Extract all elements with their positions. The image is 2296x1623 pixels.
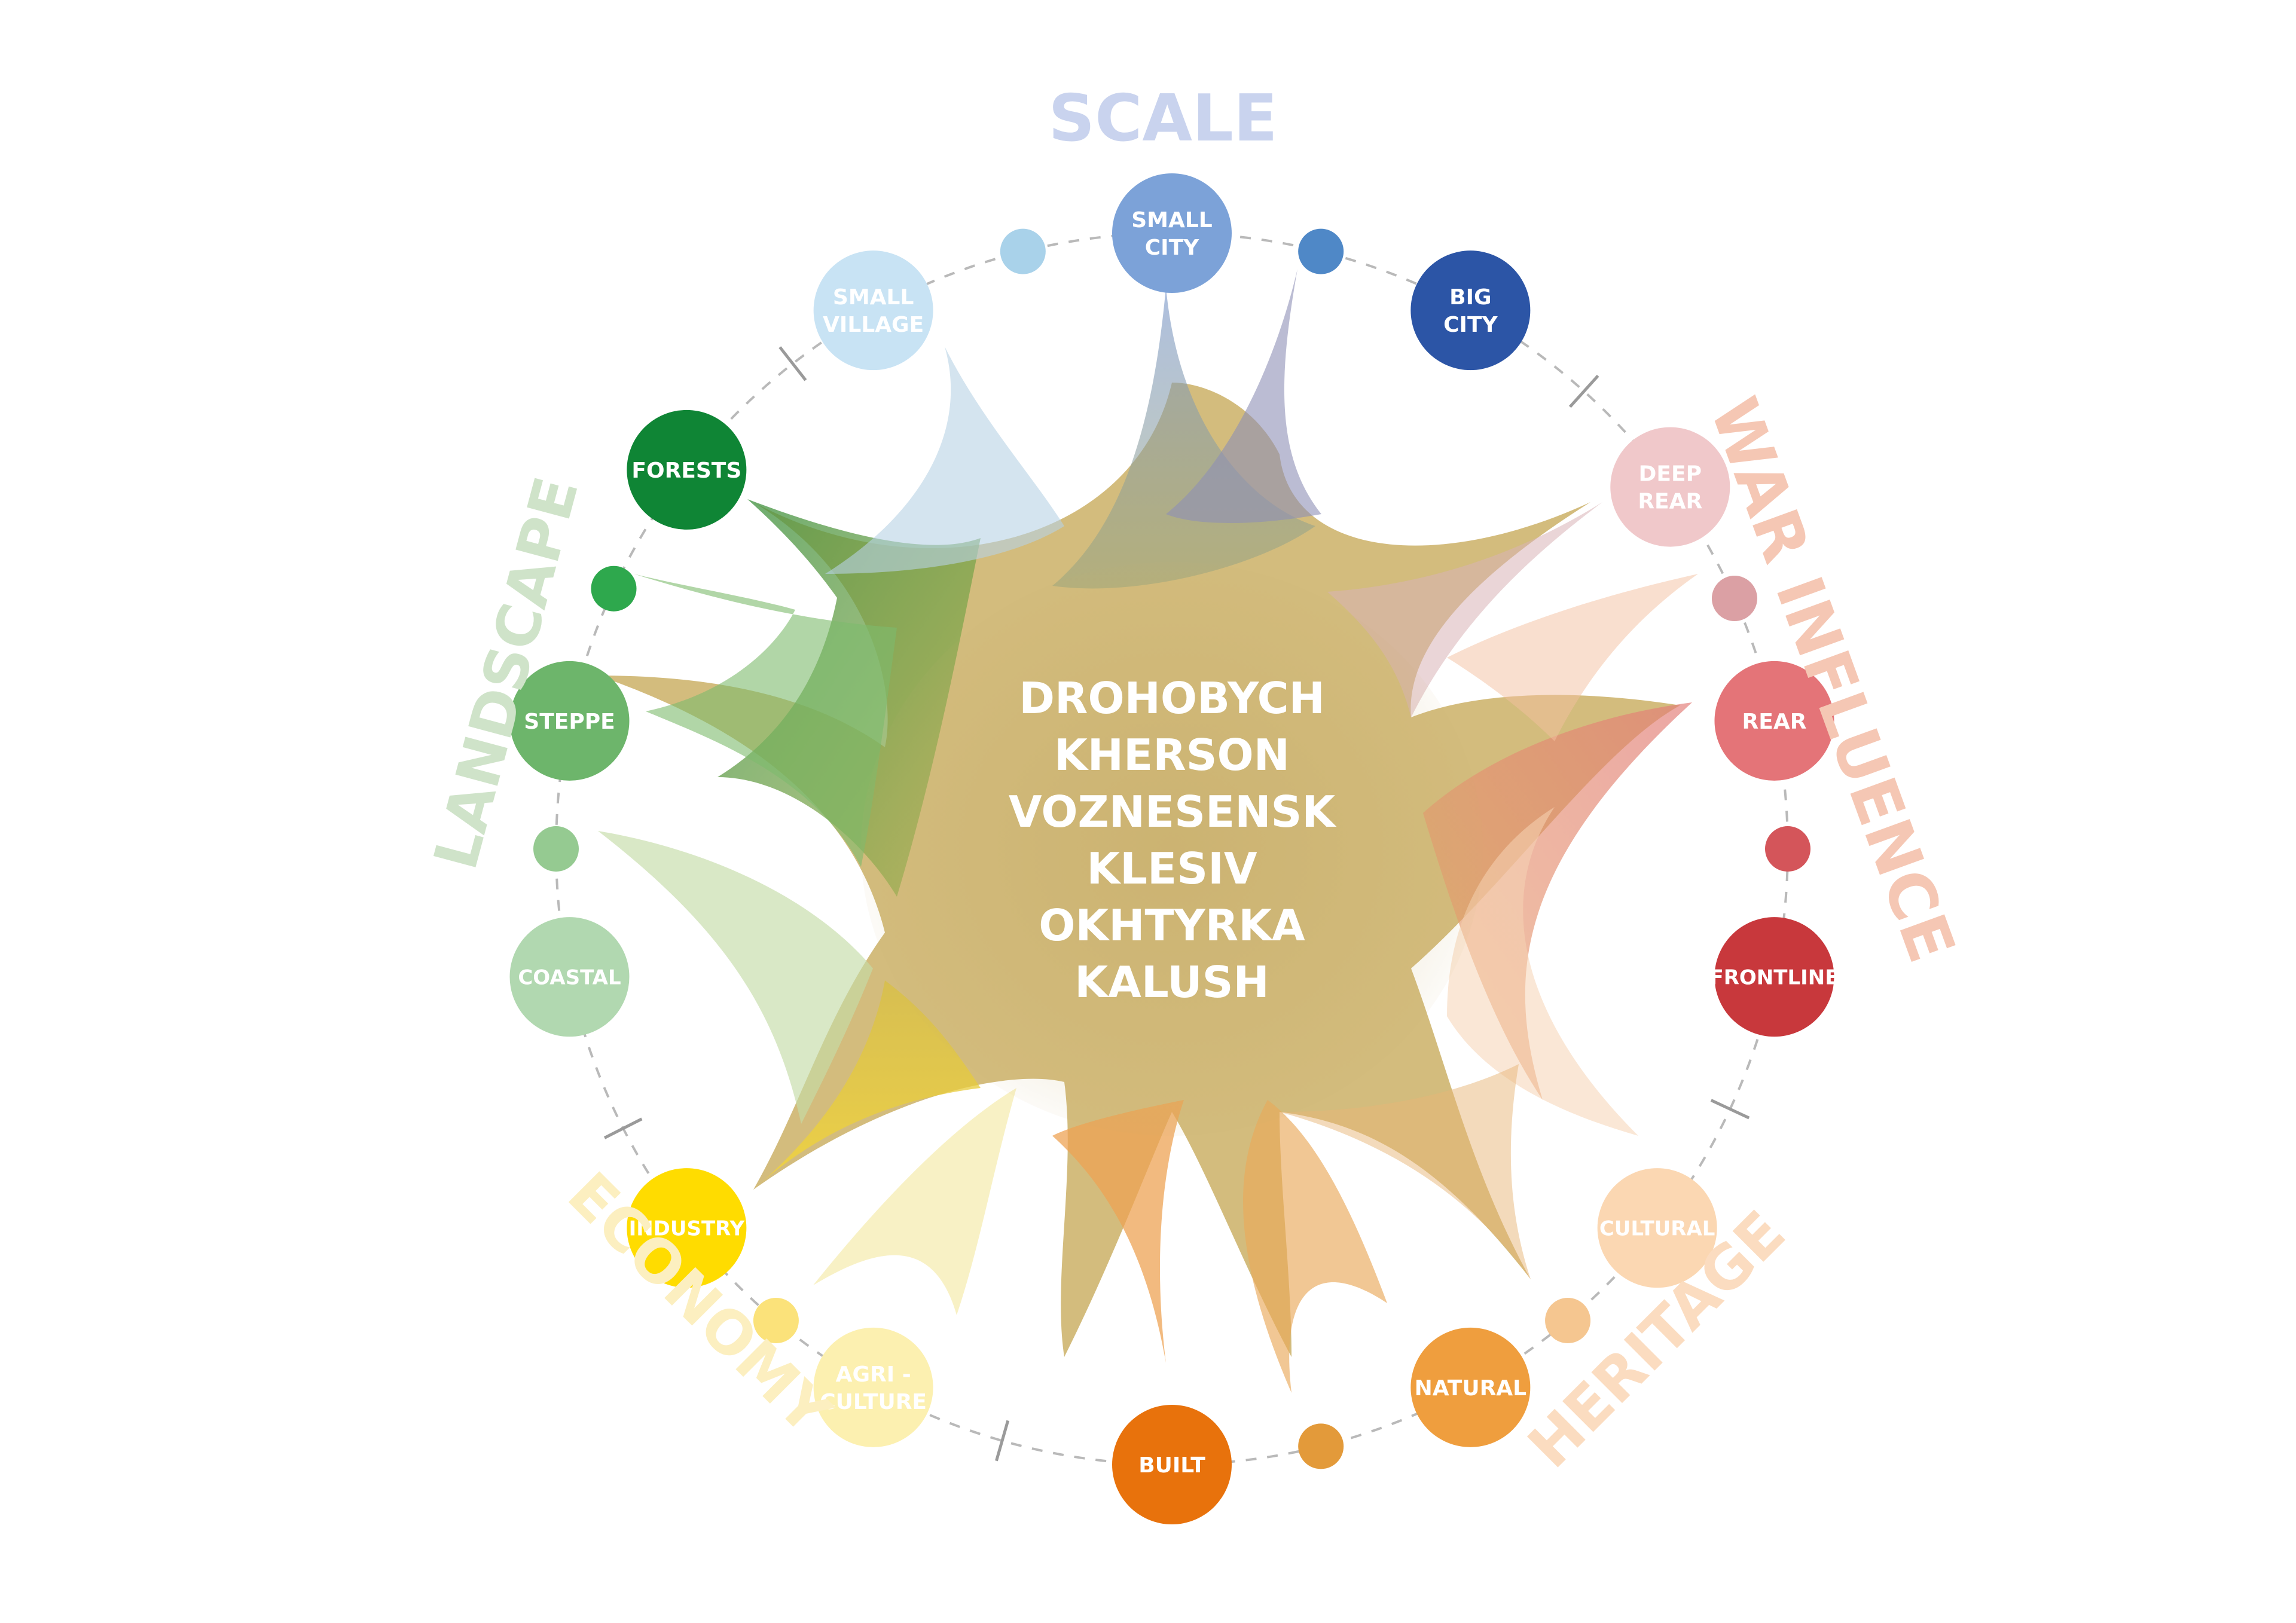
separator-tick (1710, 1099, 1750, 1120)
node-circle (1714, 917, 1834, 1037)
category-label-scale: SCALE (1048, 81, 1277, 156)
connector-dots (533, 228, 1810, 1469)
category-separators (603, 346, 1750, 1462)
star-lobe-small-village (825, 347, 1064, 574)
connector-dot-landscape-b (591, 566, 637, 612)
node-circle (813, 250, 933, 371)
separator-tick (778, 346, 807, 381)
star-lobe-built (1052, 1100, 1184, 1363)
connector-dot-landscape-a (533, 826, 579, 872)
node-frontline[interactable]: FRONTLINE (1710, 917, 1839, 1037)
node-label: CITY (1145, 236, 1199, 260)
node-label: BUILT (1138, 1453, 1205, 1478)
city-name: OKHTYRKA (1039, 900, 1305, 950)
node-circle (1112, 1405, 1232, 1524)
node-label: INDUSTRY (629, 1217, 745, 1240)
node-label: NATURAL (1415, 1376, 1527, 1401)
node-label: FORESTS (631, 459, 741, 483)
star-lobe-cultural (1447, 807, 1638, 1136)
connector-dot-scale-a (1000, 228, 1046, 274)
star-lobe-industry (753, 980, 981, 1190)
star-lobe-natural (1243, 1100, 1387, 1393)
node-cultural[interactable]: CULTURAL (1597, 1168, 1717, 1288)
node-natural[interactable]: NATURAL (1410, 1327, 1531, 1447)
node-circle (1112, 173, 1232, 293)
city-name: VOZNESENSK (1009, 787, 1336, 837)
category-nodes: SMALL VILLAGE SMALL CITY BIG CITY DEEP REAR REAR… (509, 173, 1839, 1524)
node-label: SMALL (1131, 208, 1213, 233)
separator-tick (1568, 374, 1599, 408)
connector-dot-heritage-a (1545, 1298, 1591, 1344)
node-label: BIG (1449, 285, 1491, 310)
node-circle (627, 409, 747, 530)
node-circle (1597, 1168, 1717, 1288)
star-lobe-big-city (1166, 269, 1321, 523)
node-label: VILLAGE (823, 313, 924, 337)
node-forests[interactable]: FORESTS (627, 409, 747, 530)
node-label: CULTURAL (1599, 1217, 1715, 1240)
city-name: KHERSON (1054, 730, 1290, 780)
node-small-village[interactable]: SMALL VILLAGE (813, 250, 933, 371)
node-circle (509, 917, 630, 1037)
separator-tick (995, 1420, 1010, 1462)
node-small-city[interactable]: SMALL CITY (1112, 173, 1232, 293)
connector-dot-war-a (1711, 576, 1757, 622)
node-label: COASTAL (518, 965, 621, 989)
node-deep-rear[interactable]: DEEP REAR (1610, 427, 1730, 547)
center-star (598, 269, 1698, 1393)
connector-dot-scale-b (1298, 228, 1344, 274)
connector-dot-heritage-b (1298, 1423, 1344, 1469)
star-lobe-agriculture (813, 1088, 1016, 1315)
separator-tick (603, 1117, 643, 1139)
star-lobe-heritage (1280, 1064, 1531, 1279)
node-built[interactable]: BUILT (1112, 1405, 1232, 1524)
node-circle (1714, 661, 1834, 781)
node-label: REAR (1638, 490, 1702, 514)
connector-dot-economy-a (753, 1298, 799, 1344)
node-big-city[interactable]: BIG CITY (1410, 250, 1531, 371)
node-label: DEEP (1639, 462, 1702, 487)
node-circle (813, 1327, 933, 1447)
star-lobe-coastal (598, 831, 873, 1124)
city-name: KALUSH (1074, 957, 1269, 1007)
node-circle (1610, 427, 1730, 547)
node-label: SMALL (833, 285, 914, 310)
star-center-glow (861, 562, 1483, 1136)
node-steppe[interactable]: STEPPE (509, 661, 630, 781)
node-coastal[interactable]: COASTAL (509, 917, 630, 1037)
node-agri-culture[interactable]: AGRI - CULTURE (813, 1327, 933, 1447)
center-city-list: DROHOBYCH KHERSON VOZNESENSK KLESIV OKHT… (1009, 673, 1336, 1007)
node-label: CITY (1443, 313, 1498, 337)
city-name: DROHOBYCH (1019, 673, 1325, 723)
connector-dot-war-b (1765, 826, 1810, 872)
node-label: CULTURE (820, 1390, 927, 1414)
star-lobe-steppe (634, 574, 897, 867)
node-label: AGRI - (836, 1362, 911, 1387)
city-name: KLESIV (1086, 843, 1257, 894)
star-lobe-frontline (1447, 574, 1698, 741)
node-label: FRONTLINE (1710, 965, 1839, 989)
node-label: REAR (1742, 710, 1807, 734)
node-circle (509, 661, 630, 781)
node-circle (1410, 1327, 1531, 1447)
node-label: STEPPE (524, 710, 615, 734)
node-rear[interactable]: REAR (1714, 661, 1834, 781)
node-circle (1410, 250, 1531, 371)
node-industry[interactable]: INDUSTRY (627, 1168, 747, 1288)
node-circle (627, 1168, 747, 1288)
